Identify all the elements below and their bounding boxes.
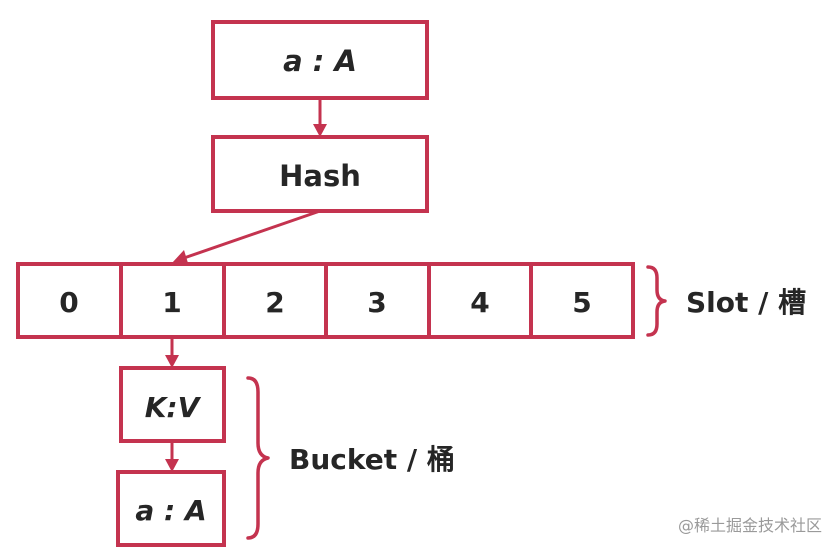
watermark-text: @稀土掘金技术社区 xyxy=(678,516,822,535)
hash-node-label: Hash xyxy=(279,159,361,193)
bucket-brace xyxy=(246,376,270,540)
slot-label: Slot / 槽 xyxy=(686,286,806,319)
slot-array: 0 1 2 3 4 5 xyxy=(16,262,635,339)
slot-index: 1 xyxy=(162,286,181,319)
slot-index: 3 xyxy=(367,286,386,319)
arrow-slot-to-bucket xyxy=(165,337,179,368)
input-node-label: a : A xyxy=(283,44,357,78)
bucket-entry: K:V xyxy=(119,366,226,443)
arrow-input-to-hash xyxy=(313,98,327,137)
slot-index: 4 xyxy=(470,286,489,319)
arrow-hash-to-slot xyxy=(172,209,321,263)
slot-cell xyxy=(427,262,533,339)
arrow-bucket-chain xyxy=(165,441,179,472)
bucket-label: Bucket / 桶 xyxy=(289,443,455,476)
bucket-entry-label: a : A xyxy=(135,494,206,527)
bucket-entry-label: K:V xyxy=(145,391,202,424)
slot-index: 2 xyxy=(265,286,284,319)
slot-brace xyxy=(646,265,667,337)
hash-node: Hash xyxy=(211,135,429,213)
input-node: a : A xyxy=(211,20,429,100)
slot-index: 0 xyxy=(59,286,78,319)
slot-cell xyxy=(119,262,226,339)
slot-cell xyxy=(16,262,123,339)
slot-cell xyxy=(324,262,431,339)
bucket-entry: a : A xyxy=(116,470,226,547)
slot-index: 5 xyxy=(572,286,591,319)
slot-cell xyxy=(529,262,635,339)
